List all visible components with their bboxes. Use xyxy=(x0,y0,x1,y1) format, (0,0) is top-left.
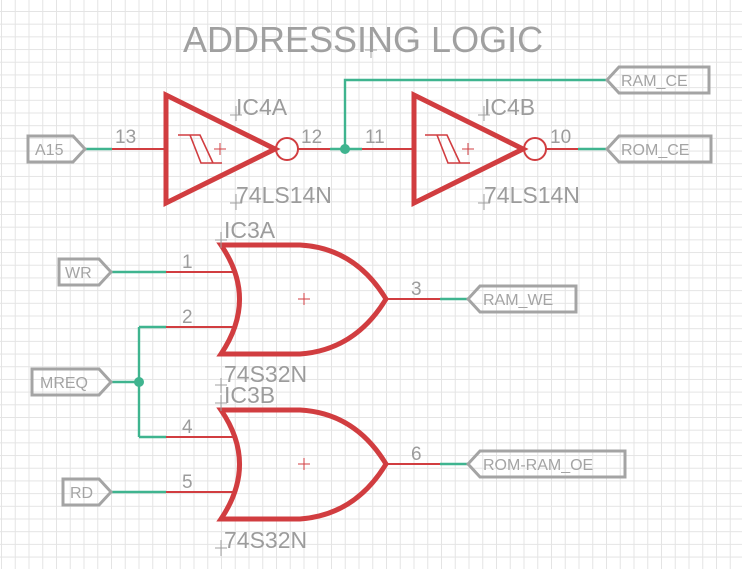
port-ram-ce-shape xyxy=(604,65,711,95)
ic4b-pin-11-label: 11 xyxy=(365,127,385,148)
ic3b-ref-label: IC3B xyxy=(224,382,275,408)
port-wr[interactable]: WR xyxy=(57,257,114,287)
port-rd-shape xyxy=(61,477,114,507)
ic3b-value-label: 74S32N xyxy=(224,527,307,553)
port-rom-ram-oe[interactable]: ROM-RAM_OE xyxy=(465,449,627,479)
port-rom-ce-label: ROM_CE xyxy=(621,142,689,159)
ic4b-value-label: 74LS14N xyxy=(484,182,580,208)
ic3a-value-label: 74S32N xyxy=(224,361,307,387)
ic4b-ref-label: IC4B xyxy=(484,94,535,120)
ic4b-schmitt-inverter[interactable]: 11 10 IC4B 74LS14N xyxy=(362,90,580,210)
port-mreq[interactable]: MREQ xyxy=(30,367,114,397)
port-rom-ce-shape xyxy=(604,134,713,164)
ic3b-pin-4-label: 4 xyxy=(182,417,193,438)
ic4a-triangle-body xyxy=(163,90,281,208)
port-rom-ram-oe-label: ROM-RAM_OE xyxy=(483,457,593,474)
ic3a-pin-3-label: 3 xyxy=(411,279,422,300)
ic4a-pin-12-label: 12 xyxy=(301,127,322,148)
ic3b-pin-6-label: 6 xyxy=(411,444,422,465)
ic3b-or-body xyxy=(216,407,389,522)
port-ram-we[interactable]: RAM_WE xyxy=(465,284,578,314)
port-wr-shape xyxy=(57,257,114,287)
ic3b-pin-5-label: 5 xyxy=(182,472,193,493)
ic4a-value-label: 74LS14N xyxy=(236,182,332,208)
junction-mreq xyxy=(134,377,144,387)
port-mreq-label: MREQ xyxy=(40,375,88,392)
port-rom-ram-oe-shape xyxy=(465,449,627,479)
ic4b-triangle-body xyxy=(411,90,529,208)
port-ram-we-shape xyxy=(465,284,578,314)
ic4a-schmitt-inverter[interactable]: 13 12 IC4A 74LS14N xyxy=(112,90,332,210)
ic3b-or-gate[interactable]: 4 5 6 IC3B 74S32N xyxy=(166,378,440,556)
ic4a-schmitt-hysteresis-icon xyxy=(178,134,222,164)
port-mreq-shape xyxy=(30,367,114,397)
schematic-title: ADDRESSING LOGIC xyxy=(183,19,543,60)
port-ram-ce-label: RAM_CE xyxy=(621,73,688,90)
ic3a-or-body xyxy=(216,242,389,357)
ic3a-or-gate[interactable]: 1 2 3 IC3A 74S32N xyxy=(166,217,440,387)
port-ram-ce[interactable]: RAM_CE xyxy=(604,65,711,95)
port-rd[interactable]: RD xyxy=(61,477,114,507)
junction-ic4a-out xyxy=(340,144,350,154)
port-a15[interactable]: A15 xyxy=(26,134,88,164)
port-rd-label: RD xyxy=(70,485,93,502)
port-a15-label: A15 xyxy=(35,142,64,159)
port-a15-shape xyxy=(26,134,88,164)
port-wr-label: WR xyxy=(65,265,92,282)
ic3a-pin-1-label: 1 xyxy=(182,252,193,273)
title-origin-mark xyxy=(365,40,377,58)
ic4a-ref-label: IC4A xyxy=(236,94,288,120)
ic4b-pin-10-label: 10 xyxy=(550,127,571,148)
port-ram-we-label: RAM_WE xyxy=(483,292,553,309)
ic3a-ref-label: IC3A xyxy=(224,217,276,243)
ic4a-pin-13-label: 13 xyxy=(115,127,136,148)
port-rom-ce[interactable]: ROM_CE xyxy=(604,134,713,164)
ic3a-pin-2-label: 2 xyxy=(182,307,193,328)
ic4b-schmitt-hysteresis-icon xyxy=(425,134,470,164)
